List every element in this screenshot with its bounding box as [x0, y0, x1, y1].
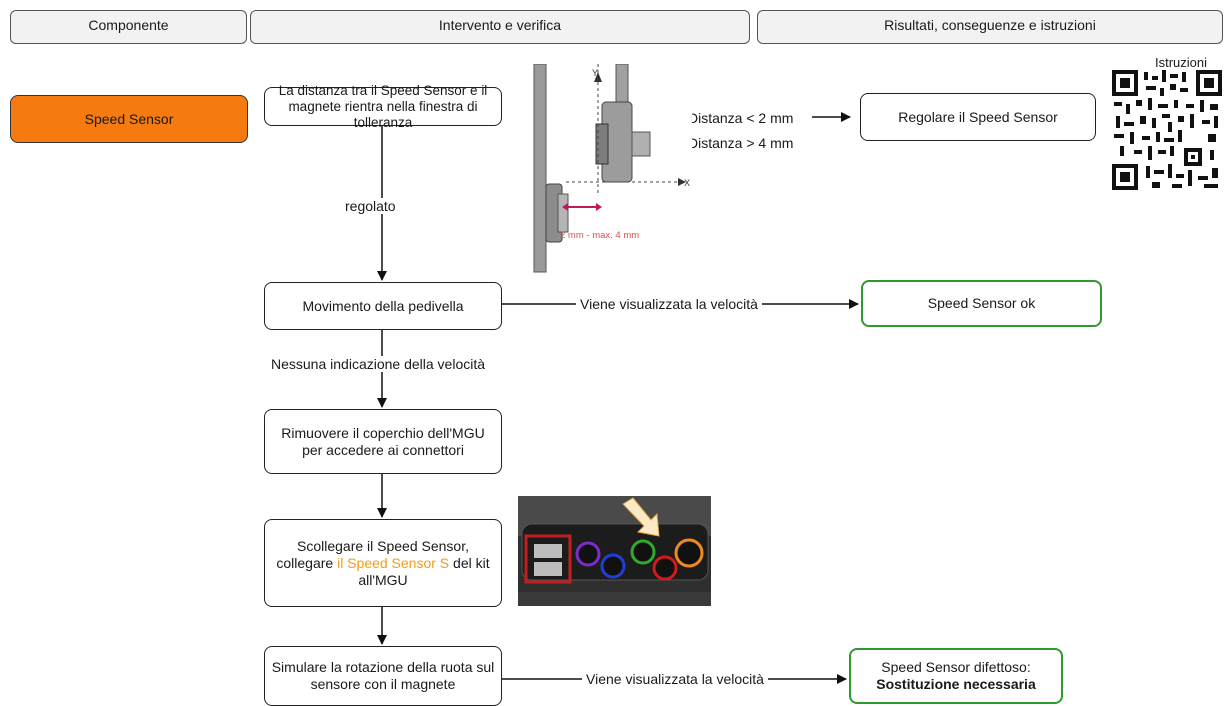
mgu-connector-photo [518, 496, 711, 606]
header-results: Risultati, conseguenze e istruzioni [757, 10, 1223, 44]
result-adjust-text: Regolare il Speed Sensor [898, 108, 1058, 125]
label-distance-lt: Distanza < 2 mm [688, 110, 794, 126]
axis-x-label: X [684, 178, 690, 188]
step-remove-cover: Rimuovere il coperchio dell'MGU per acce… [264, 409, 502, 474]
step-connect-kit-sensor: Scollegare il Speed Sensor, collegare il… [264, 519, 502, 607]
component-speed-sensor: Speed Sensor [10, 95, 248, 143]
result-faulty-line1: Speed Sensor difettoso: [881, 659, 1031, 675]
result-ok-text: Speed Sensor ok [927, 295, 1036, 311]
step-remove-cover-text: Rimuovere il coperchio dell'MGU per acce… [281, 424, 485, 458]
step-connect-highlight: il Speed Sensor S [337, 554, 450, 571]
step-distance-text: La distanza tra il Speed Sensor e il mag… [278, 82, 488, 130]
step-simulate-text: Simulare la rotazione della ruota sul se… [271, 659, 495, 692]
step-simulate-rotation: Simulare la rotazione della ruota sul se… [264, 646, 502, 706]
step-distance-check: La distanza tra il Speed Sensor e il mag… [264, 83, 502, 130]
component-label: Speed Sensor [84, 110, 174, 127]
axis-y-label: Y [592, 68, 598, 78]
header-intervention: Intervento e verifica [250, 10, 750, 44]
step-pedal-text: Movimento della pedivella [302, 297, 464, 314]
step-connect-text-post: del kit all'MGU [358, 554, 490, 588]
label-speed-shown-1: Viene visualizzata la velocità [576, 296, 762, 312]
label-speed-shown-2: Viene visualizzata la velocità [582, 671, 768, 687]
qr-label: Istruzioni [1155, 55, 1208, 70]
qr-code-icon [1112, 70, 1222, 190]
result-adjust-sensor: Regolare il Speed Sensor [860, 93, 1096, 141]
result-faulty-line2: Sostituzione necessaria [876, 676, 1036, 692]
step-connect-text: Scollegare il Speed Sensor, collegare il… [271, 538, 495, 589]
step-connect-text-pre: Scollegare il Speed Sensor, collegare [276, 537, 469, 571]
result-sensor-faulty: Speed Sensor difettoso: Sostituzione nec… [849, 648, 1063, 704]
result-sensor-ok: Speed Sensor ok [861, 280, 1102, 327]
label-regolato: regolato [345, 198, 396, 214]
tolerance-label: 2 mm - max. 4 mm [560, 230, 639, 241]
header-component: Componente [10, 10, 247, 44]
sensor-distance-illustration: Y X 2 mm - max. 4 mm [532, 64, 692, 274]
step-pedal-movement: Movimento della pedivella [264, 282, 502, 330]
label-no-speed: Nessuna indicazione della velocità [271, 356, 486, 372]
label-distance-gt: Distanza > 4 mm [688, 135, 794, 151]
